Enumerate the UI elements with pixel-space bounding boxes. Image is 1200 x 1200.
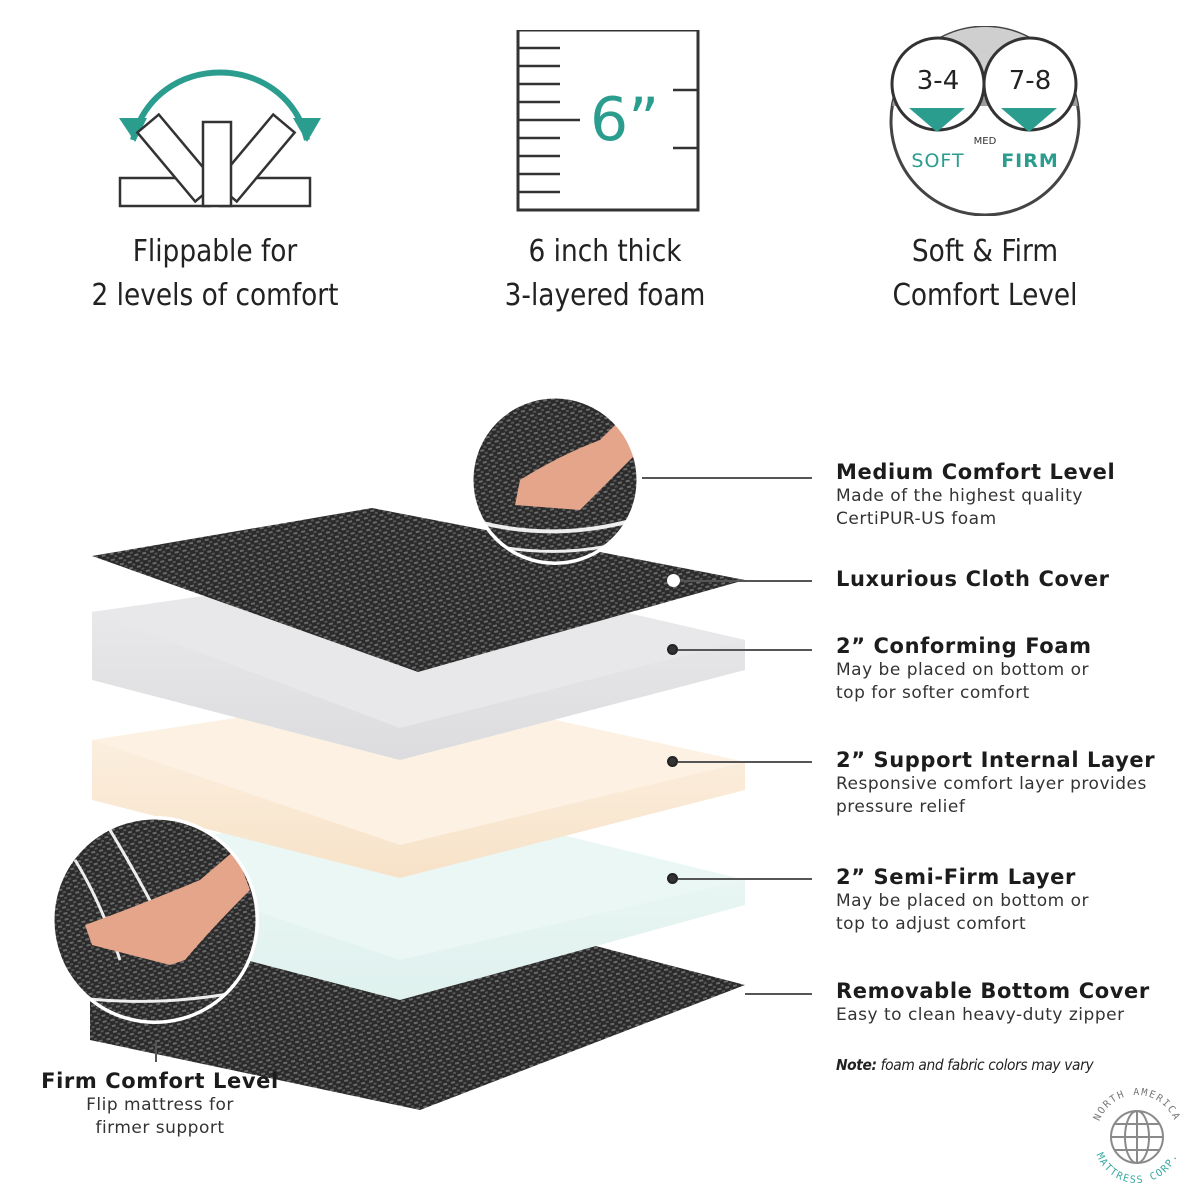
- brand-logo: NORTH AMERICA MATTRESS CORP.: [1092, 1087, 1181, 1186]
- feature-comfort-scale: 3-4 7-8 MED SOFT FIRM Soft & Firm Comfor…: [825, 26, 1145, 320]
- leader-line: [678, 878, 812, 880]
- callout-medium-comfort: Medium Comfort Level Made of the highest…: [836, 460, 1116, 529]
- callout-conforming-foam: 2” Conforming Foam May be placed on bott…: [836, 634, 1092, 703]
- measure-label: 6”: [590, 85, 660, 155]
- leader-line: [642, 477, 812, 479]
- comfort-scale-icon: [889, 26, 1081, 216]
- firm-value: 7-8: [1008, 66, 1052, 96]
- feature-caption: 6 inch thick 3-layered foam: [504, 234, 706, 313]
- support-layer: [92, 690, 745, 878]
- flip-arrows-icon: [118, 69, 321, 208]
- callout-firm-comfort: Firm Comfort Level Flip mattress for fir…: [41, 1069, 279, 1138]
- feature-caption: Soft & Firm Comfort Level: [892, 234, 1078, 313]
- leader-line: [745, 993, 812, 995]
- soft-label: SOFT: [911, 150, 965, 172]
- feature-flippable: Flippable for 2 levels of comfort: [55, 30, 375, 320]
- leader-line: [678, 761, 812, 763]
- firm-comfort-zoom-circle: [51, 816, 259, 1024]
- feature-thickness: 6” 6 inch thick 3-layered foam: [445, 30, 765, 320]
- callout-support-layer: 2” Support Internal Layer Responsive com…: [836, 748, 1156, 817]
- leader-line-vertical: [155, 1040, 157, 1062]
- colors-note: Note: foam and fabric colors may vary: [836, 1056, 1094, 1074]
- marker-dot: [667, 756, 678, 767]
- callout-cloth-cover: Luxurious Cloth Cover: [836, 567, 1110, 591]
- soft-value: 3-4: [916, 66, 960, 96]
- marker-dot: [667, 644, 678, 655]
- marker-dot: [667, 873, 678, 884]
- med-label: MED: [973, 136, 997, 147]
- marker-dot: [667, 574, 680, 587]
- feature-caption: Flippable for 2 levels of comfort: [91, 234, 339, 313]
- leader-line: [678, 649, 812, 651]
- callout-semi-firm-layer: 2” Semi-Firm Layer May be placed on bott…: [836, 865, 1089, 934]
- leader-line: [678, 580, 812, 582]
- ruler-icon: [516, 30, 700, 212]
- globe-icon: [1110, 1110, 1164, 1164]
- callout-bottom-cover: Removable Bottom Cover Easy to clean hea…: [836, 979, 1150, 1025]
- firm-label: FIRM: [1001, 150, 1059, 172]
